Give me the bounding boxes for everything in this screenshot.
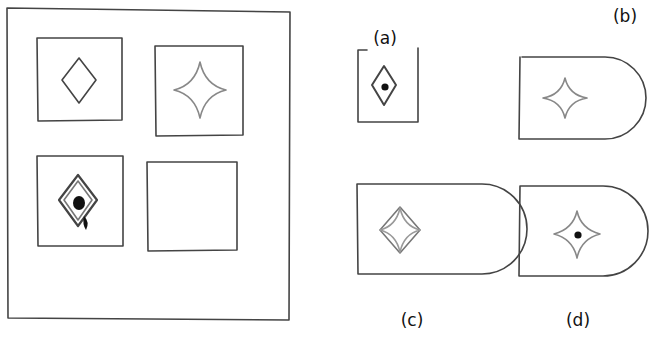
star-shape (380, 208, 420, 252)
diamond-shape (372, 66, 396, 105)
option-label: (c) (401, 312, 424, 329)
diamond-shape (380, 207, 420, 253)
dot (574, 231, 581, 238)
cell-box (37, 38, 122, 121)
diamond-shape (62, 58, 96, 103)
option-label: (a) (373, 30, 397, 47)
question-frame (7, 8, 290, 320)
star-shape (543, 78, 587, 118)
option-shape (519, 186, 648, 276)
cell-box (37, 156, 123, 246)
star-shape (174, 62, 226, 118)
star-shape (554, 211, 600, 258)
option-box (358, 48, 418, 122)
option-label: (b) (613, 8, 637, 25)
dot-smudge (83, 216, 87, 230)
dot (381, 83, 388, 90)
option-shape (357, 184, 527, 274)
diamond-inner (64, 181, 92, 220)
option-shape (519, 57, 646, 139)
dot (73, 196, 85, 210)
cell-box (147, 162, 237, 251)
option-label: (d) (566, 312, 590, 329)
cell-box (155, 46, 243, 136)
diamond-shape (59, 175, 97, 226)
